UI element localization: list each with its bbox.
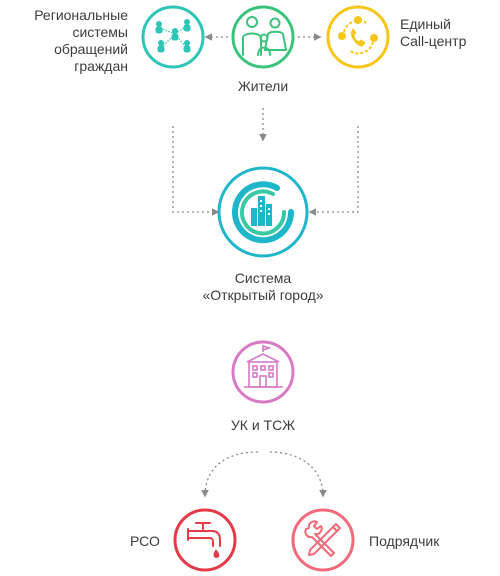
- label-open-city-line-1: Система: [234, 270, 292, 286]
- connector-regional-to-open-city: [172, 126, 220, 216]
- water-tap-icon: [187, 522, 221, 559]
- label-call-center-line-2: Call-центр: [400, 33, 467, 49]
- label-open-city: Система «Открытый город»: [202, 270, 323, 304]
- network-people-icon: [155, 19, 191, 53]
- label-open-city-line-2: «Открытый город»: [202, 287, 324, 303]
- label-call-center-line-1: Единый: [400, 16, 451, 32]
- node-uk-tszh[interactable]: [231, 340, 295, 404]
- city-logo-icon: [232, 181, 295, 244]
- phone-cycle-icon: [338, 16, 378, 55]
- connectors: [172, 33, 359, 498]
- label-contractor: Подрядчик: [369, 533, 440, 549]
- label-uk-tszh: УК и ТСЖ: [230, 417, 296, 433]
- connector-uk-to-contractor: [269, 451, 327, 498]
- label-regional-line-3: обращений: [54, 41, 128, 57]
- label-regional-line-2: системы: [72, 24, 128, 40]
- label-regional-line-1: Региональные: [34, 7, 128, 23]
- label-rso: РСО: [130, 533, 160, 549]
- label-regional: Региональные системы обращений граждан: [34, 7, 128, 75]
- node-contractor[interactable]: [291, 508, 355, 572]
- node-call-center[interactable]: [326, 5, 390, 69]
- connector-uk-to-rso: [201, 451, 259, 498]
- building-icon: [244, 344, 283, 388]
- tools-icon: [304, 520, 341, 557]
- node-regional[interactable]: [141, 5, 205, 69]
- family-icon: [242, 16, 288, 56]
- node-residents[interactable]: [231, 5, 295, 69]
- node-open-city[interactable]: [217, 166, 309, 258]
- label-regional-line-4: граждан: [74, 58, 128, 74]
- label-call-center: Единый Call-центр: [400, 16, 466, 50]
- label-residents: Жители: [237, 78, 289, 94]
- node-rso[interactable]: [173, 508, 237, 572]
- connector-call-center-to-open-city: [308, 126, 359, 216]
